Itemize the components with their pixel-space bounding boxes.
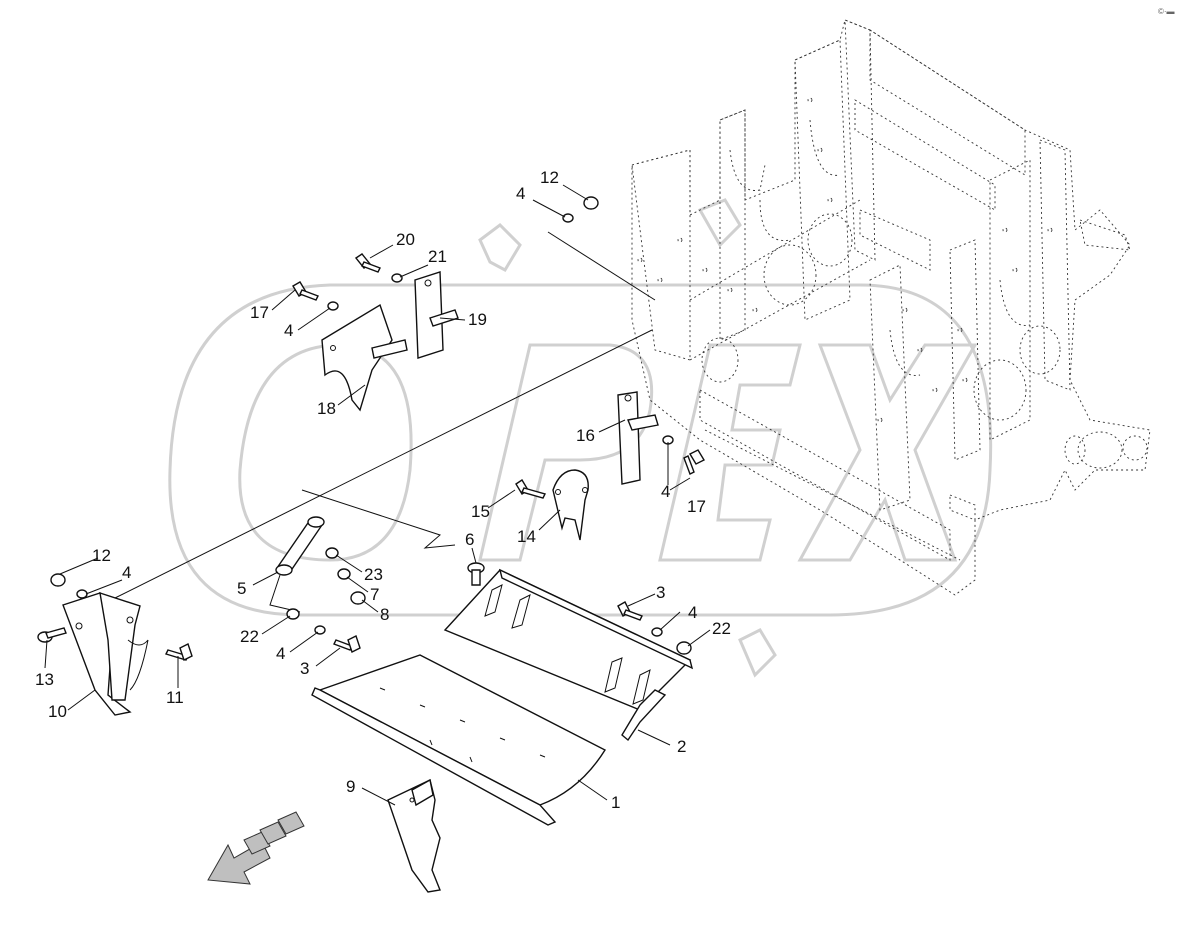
baler-frame <box>631 19 1151 596</box>
callout-18: 18 <box>317 399 336 418</box>
callout-12-top: 12 <box>540 168 559 187</box>
callout-13: 13 <box>35 670 54 689</box>
callout-2: 2 <box>677 737 686 756</box>
callout-14: 14 <box>517 527 536 546</box>
callout-9: 9 <box>346 777 355 796</box>
callout-15: 15 <box>471 502 490 521</box>
direction-arrow <box>207 811 305 885</box>
callout-8: 8 <box>380 605 389 624</box>
callout-23: 23 <box>364 565 383 584</box>
callout-22-left: 22 <box>240 627 259 646</box>
callout-3-right: 3 <box>656 583 665 602</box>
callout-17-upper: 17 <box>250 303 269 322</box>
callout-7: 7 <box>370 585 379 604</box>
callout-22-right: 22 <box>712 619 731 638</box>
fasteners-23-7-8 <box>325 547 366 605</box>
callout-4-mid: 4 <box>661 482 670 501</box>
callout-3-lower: 3 <box>300 659 309 678</box>
callout-labels: 12 4 20 21 17 4 19 18 16 4 17 15 14 6 12… <box>35 168 731 812</box>
part-18-deflector <box>321 303 408 412</box>
callout-20: 20 <box>396 230 415 249</box>
callout-17-mid: 17 <box>687 497 706 516</box>
callout-5: 5 <box>237 579 246 598</box>
callout-4-upper: 4 <box>284 321 293 340</box>
callout-4-lower: 4 <box>276 644 285 663</box>
callout-4-right: 4 <box>688 603 697 622</box>
part-5-rod <box>275 516 325 576</box>
part-9-deflector <box>387 778 441 893</box>
part-10-deflector <box>62 591 149 716</box>
callout-6: 6 <box>465 530 474 549</box>
callout-12-left: 12 <box>92 546 111 565</box>
leader-lines <box>44 184 711 806</box>
callout-11: 11 <box>166 688 184 707</box>
part-1-guide-plate <box>311 654 606 826</box>
part-2-cover <box>443 568 694 742</box>
fasteners <box>37 196 705 661</box>
part-16-plate <box>617 391 659 485</box>
assembly-guide-lines <box>114 231 656 613</box>
callout-19: 19 <box>468 310 487 329</box>
callout-21: 21 <box>428 247 447 266</box>
watermark <box>168 198 993 678</box>
part-14-clip <box>552 469 589 541</box>
callout-1: 1 <box>611 793 620 812</box>
callout-4-left: 4 <box>122 563 131 582</box>
callout-4-top: 4 <box>516 184 525 203</box>
callout-10: 10 <box>48 702 67 721</box>
callout-16: 16 <box>576 426 595 445</box>
corner-mark: ©·▬ <box>1158 7 1175 16</box>
